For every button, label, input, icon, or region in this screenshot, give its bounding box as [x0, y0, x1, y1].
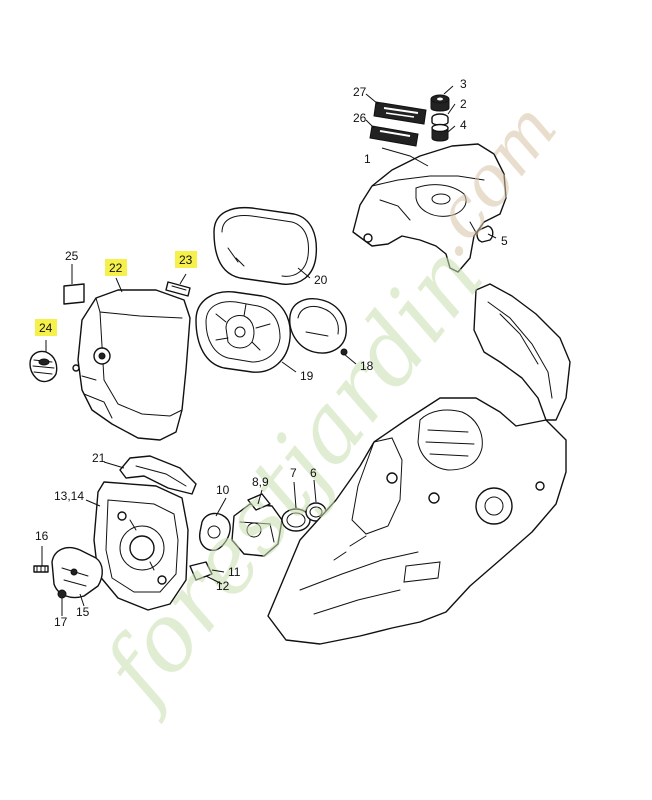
callout-20: 20 — [314, 273, 328, 287]
callout-4: 4 — [460, 118, 467, 132]
shroud-cover-part — [352, 143, 507, 273]
baffle-part — [119, 455, 197, 495]
throttle-bracket-part — [51, 546, 103, 599]
filter-holder-part — [289, 298, 348, 356]
knob-part — [29, 350, 58, 383]
callout-18: 18 — [360, 359, 374, 373]
callout-22: 22 — [109, 261, 123, 275]
callout-10: 10 — [216, 483, 230, 497]
callout-labels: 1 2 3 4 5 6 7 8,9 10 11 12 13,14 15 16 1… — [35, 77, 508, 629]
pin-part — [476, 225, 494, 243]
sticker-part — [63, 283, 85, 305]
grommet-part — [165, 281, 191, 297]
callout-12: 12 — [216, 579, 230, 593]
spacer-part — [189, 561, 213, 581]
filter-base-part — [93, 481, 189, 611]
nut-part — [57, 589, 67, 599]
leader-lines — [41, 85, 497, 616]
o-ring-part — [281, 508, 311, 532]
callout-1: 1 — [364, 152, 371, 166]
brand-plate-part — [369, 125, 419, 147]
highlight-24 — [35, 319, 57, 336]
model-plate-part — [373, 101, 427, 125]
callout-5: 5 — [501, 234, 508, 248]
callout-26: 26 — [353, 111, 367, 125]
highlight-22 — [105, 259, 127, 276]
callout-7: 7 — [290, 466, 297, 480]
highlight-23 — [175, 251, 197, 268]
callout-24: 24 — [39, 321, 53, 335]
callout-15: 15 — [76, 605, 90, 619]
callout-25: 25 — [65, 249, 79, 263]
callout-2: 2 — [460, 97, 467, 111]
chainsaw-body — [267, 283, 571, 645]
nut-part — [430, 94, 450, 112]
callout-23: 23 — [179, 253, 193, 267]
carburetor-part — [231, 493, 283, 557]
callout-11: 11 — [228, 565, 241, 579]
highlight-boxes — [35, 251, 197, 336]
callout-13-14: 13,14 — [54, 489, 84, 503]
filter-cover-part — [72, 289, 191, 441]
filter-screen-part — [213, 206, 318, 285]
callout-3: 3 — [460, 77, 467, 91]
callout-17: 17 — [54, 615, 68, 629]
callout-27: 27 — [353, 85, 367, 99]
callout-6: 6 — [310, 466, 317, 480]
callout-16: 16 — [35, 529, 49, 543]
air-filter-part — [195, 291, 291, 373]
gasket-part — [199, 512, 231, 551]
washer-part — [431, 113, 449, 126]
screw-part — [33, 565, 49, 573]
callout-19: 19 — [300, 369, 314, 383]
callout-8-9: 8,9 — [252, 475, 269, 489]
callout-21: 21 — [92, 451, 106, 465]
grommet-part — [431, 123, 449, 142]
